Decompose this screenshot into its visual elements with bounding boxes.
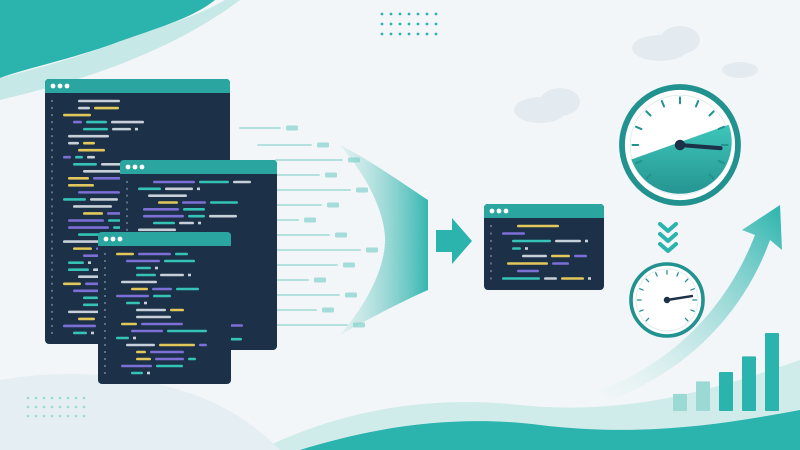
growth-arrow-icon bbox=[600, 205, 782, 400]
top-left-wave bbox=[0, 0, 215, 78]
bar-5 bbox=[765, 333, 779, 411]
bottom-wave-light bbox=[260, 360, 800, 450]
bottom-left-wave bbox=[0, 374, 280, 450]
bar-4 bbox=[742, 356, 756, 411]
bar-2 bbox=[696, 381, 710, 411]
bar-3 bbox=[719, 372, 733, 411]
code-editor-window-small bbox=[98, 232, 231, 384]
top-left-wave-light bbox=[0, 0, 240, 100]
arrow-right-icon bbox=[436, 218, 472, 264]
dot-pattern-bottom bbox=[26, 396, 86, 418]
speedometer-icon-small bbox=[629, 262, 705, 338]
speedometer-icon-large bbox=[619, 84, 741, 206]
dot-pattern-top bbox=[380, 12, 438, 36]
chevron-down-icon bbox=[658, 222, 678, 253]
bar-1 bbox=[673, 393, 687, 411]
compression-funnel-icon bbox=[340, 145, 428, 335]
bar-chart-icon bbox=[673, 333, 779, 411]
bottom-wave bbox=[300, 410, 800, 450]
minified-code-window-icon bbox=[484, 204, 604, 290]
cloud-icon bbox=[514, 26, 758, 123]
